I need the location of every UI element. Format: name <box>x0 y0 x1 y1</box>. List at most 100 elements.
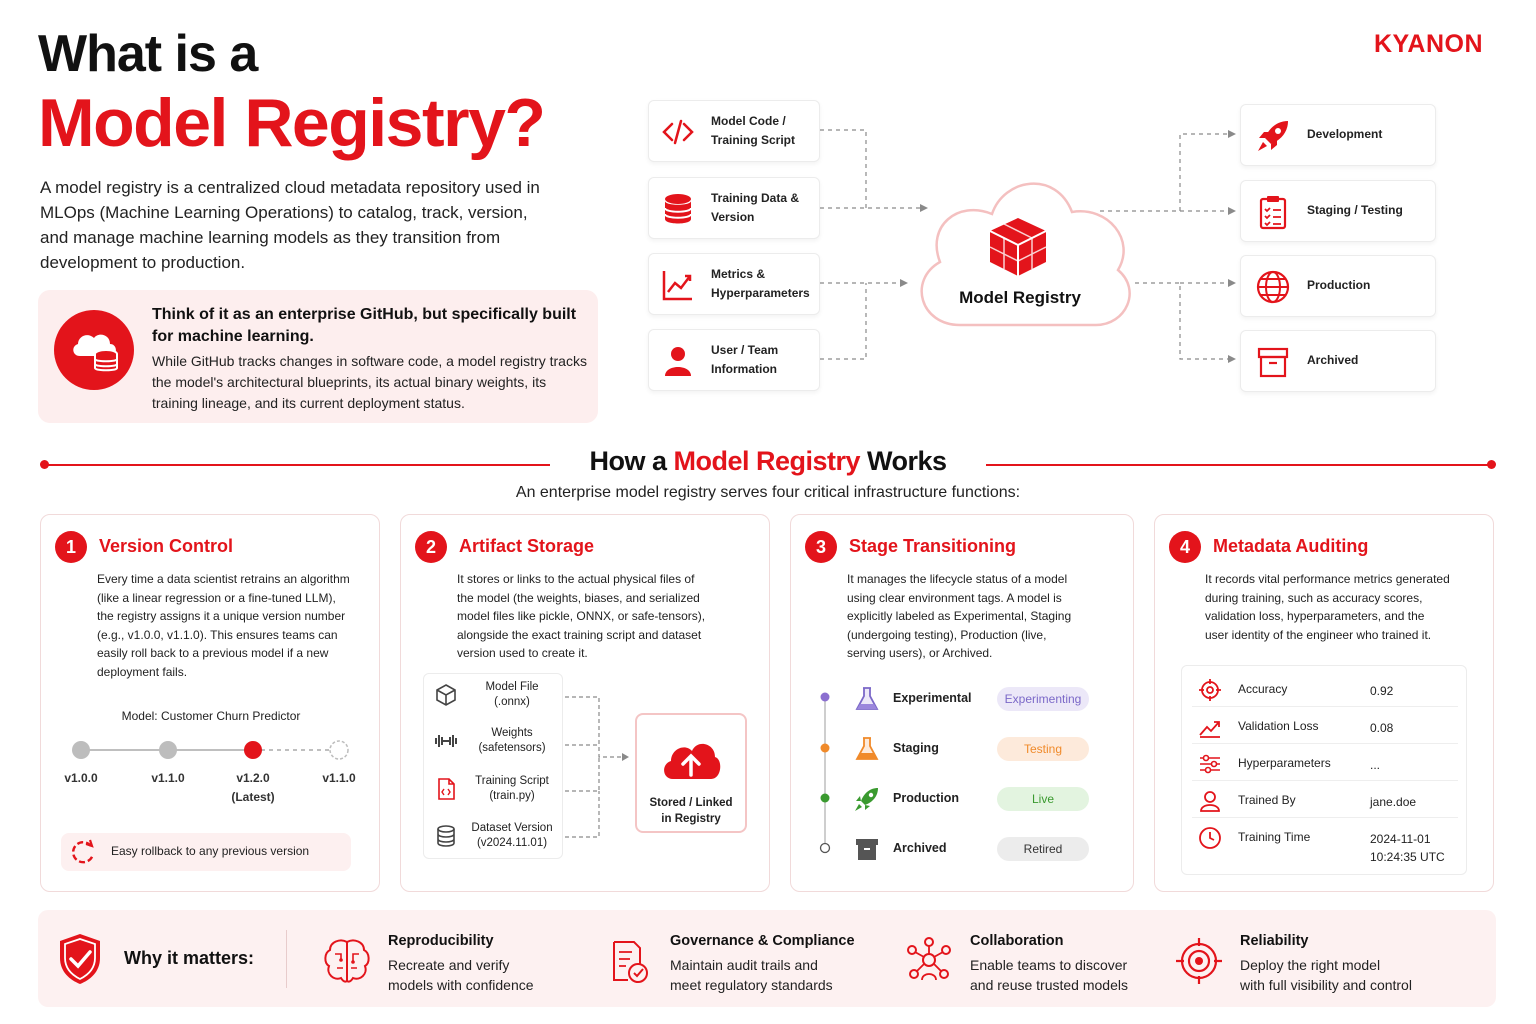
trend-icon <box>1199 721 1220 738</box>
latest-tag: (Latest) <box>231 790 275 804</box>
artifact-list: Model File(.onnx) Weights(safetensors) T… <box>423 673 563 859</box>
callout-body: While GitHub tracks changes in software … <box>152 353 587 411</box>
card-body: It manages the lifecycle status of a mod… <box>847 572 1072 661</box>
clock-icon <box>1199 827 1221 849</box>
archive-icon <box>1257 347 1289 378</box>
cube-icon <box>989 218 1047 276</box>
database-icon <box>437 825 455 847</box>
card-body: Every time a data scientist retrains an … <box>97 572 350 679</box>
globe-icon <box>1256 270 1290 304</box>
registry-label: Model Registry <box>959 288 1081 307</box>
script-file-icon <box>438 778 455 800</box>
card-number: 4 <box>1169 531 1201 563</box>
flow-connectors <box>820 129 1236 363</box>
target-icon <box>1199 679 1221 701</box>
card-number: 1 <box>55 531 87 563</box>
stage-staging[interactable]: Staging Testing <box>849 735 1099 765</box>
archive-box-icon <box>856 839 878 860</box>
artifact-dataset-version[interactable]: Dataset Version(v2024.11.01) <box>424 815 564 861</box>
version-label: v1.1.0 <box>322 771 356 785</box>
card-number: 2 <box>415 531 447 563</box>
version-timeline <box>72 740 349 760</box>
output-production[interactable]: Production <box>1240 255 1436 317</box>
title-line-1: What is a <box>38 25 258 83</box>
cloud-database-icon <box>54 310 134 390</box>
brain-icon <box>324 939 370 983</box>
card-body: It stores or links to the actual physica… <box>457 572 706 661</box>
why-title: Why it matters: <box>124 948 255 968</box>
stage-timeline <box>819 692 831 854</box>
version-label-latest: v1.2.0 <box>236 771 270 785</box>
shield-check-icon <box>60 934 100 984</box>
version-label: v1.0.0 <box>64 771 98 785</box>
why-divider <box>286 930 287 988</box>
flask-icon <box>855 737 879 760</box>
rocket-icon <box>855 788 878 811</box>
stage-experimental[interactable]: Experimental Experimenting <box>849 685 1099 715</box>
rocket-icon <box>1258 121 1288 151</box>
clipboard-icon <box>1259 196 1287 230</box>
team-network-icon <box>907 937 951 981</box>
artifact-weights[interactable]: Weights(safetensors) <box>424 720 564 766</box>
output-staging[interactable]: Staging / Testing <box>1240 180 1436 242</box>
section-subtitle: An enterprise model registry serves four… <box>515 484 1021 501</box>
stage-archived[interactable]: Archived Retired <box>849 835 1099 865</box>
card-title: Stage Transitioning <box>849 536 1017 556</box>
artifact-connectors <box>565 696 629 838</box>
stage-pill: Retired <box>997 837 1089 861</box>
card-metadata-auditing: 4 Metadata Auditing It records vital per… <box>1154 514 1494 892</box>
sliders-icon <box>1200 754 1220 774</box>
person-icon <box>1200 791 1220 812</box>
stage-pill: Testing <box>997 737 1089 761</box>
input-model-code[interactable]: Model Code / Training Script <box>648 100 820 162</box>
intro-paragraph: A model registry is a centralized cloud … <box>40 178 540 272</box>
divider-right <box>986 464 1492 466</box>
artifact-training-script[interactable]: Training Script(train.py) <box>424 768 564 814</box>
card-title: Version Control <box>99 536 234 556</box>
cloud-upload-icon <box>664 743 721 779</box>
card-body: It records vital performance metrics gen… <box>1205 572 1450 642</box>
box-icon <box>436 684 456 706</box>
stage-pill: Live <box>997 787 1089 811</box>
divider-dot-right <box>1487 460 1496 469</box>
chart-icon <box>662 271 692 301</box>
dumbbell-icon <box>435 735 457 747</box>
flask-icon <box>855 687 879 710</box>
document-check-icon <box>613 941 648 983</box>
card-title: Artifact Storage <box>459 536 595 556</box>
stage-production[interactable]: Production Live <box>849 785 1099 815</box>
input-metrics[interactable]: Metrics & Hyperparameters <box>648 253 820 315</box>
database-icon <box>664 194 692 224</box>
card-stage-transitioning: 3 Stage Transitioning It manages the lif… <box>790 514 1134 892</box>
title-line-2: Model Registry? <box>38 85 546 161</box>
artifact-model-file[interactable]: Model File(.onnx) <box>424 674 564 720</box>
why-it-matters-bar: Why it matters: Reproducibility Recreate… <box>38 910 1496 1007</box>
output-development[interactable]: Development <box>1240 104 1436 166</box>
version-label: v1.1.0 <box>151 771 185 785</box>
rollback-icon <box>72 839 95 864</box>
card-number: 3 <box>805 531 837 563</box>
kyanon-logo[interactable]: KYANON <box>1374 30 1484 58</box>
output-archived[interactable]: Archived <box>1240 330 1436 392</box>
callout-heading: Think of it as an enterprise GitHub, but… <box>152 306 577 345</box>
card-title: Metadata Auditing <box>1213 536 1369 556</box>
divider-left <box>44 464 550 466</box>
stage-pill: Experimenting <box>997 687 1089 711</box>
card-version-control: 1 Version Control Every time a data scie… <box>40 514 380 892</box>
rollback-note[interactable]: Easy rollback to any previous version <box>61 833 351 871</box>
input-training-data[interactable]: Training Data & Version <box>648 177 820 239</box>
section-title: How a Model Registry Works <box>589 446 947 476</box>
code-icon <box>662 119 694 145</box>
model-label: Model: Customer Churn Predictor <box>121 709 301 723</box>
github-callout: Think of it as an enterprise GitHub, but… <box>38 290 598 423</box>
input-user-team[interactable]: User / Team Information <box>648 329 820 391</box>
target-icon <box>1176 938 1222 984</box>
card-artifact-storage: 2 Artifact Storage It stores or links to… <box>400 514 770 892</box>
table-row: Hyperparameters... <box>1192 744 1458 781</box>
